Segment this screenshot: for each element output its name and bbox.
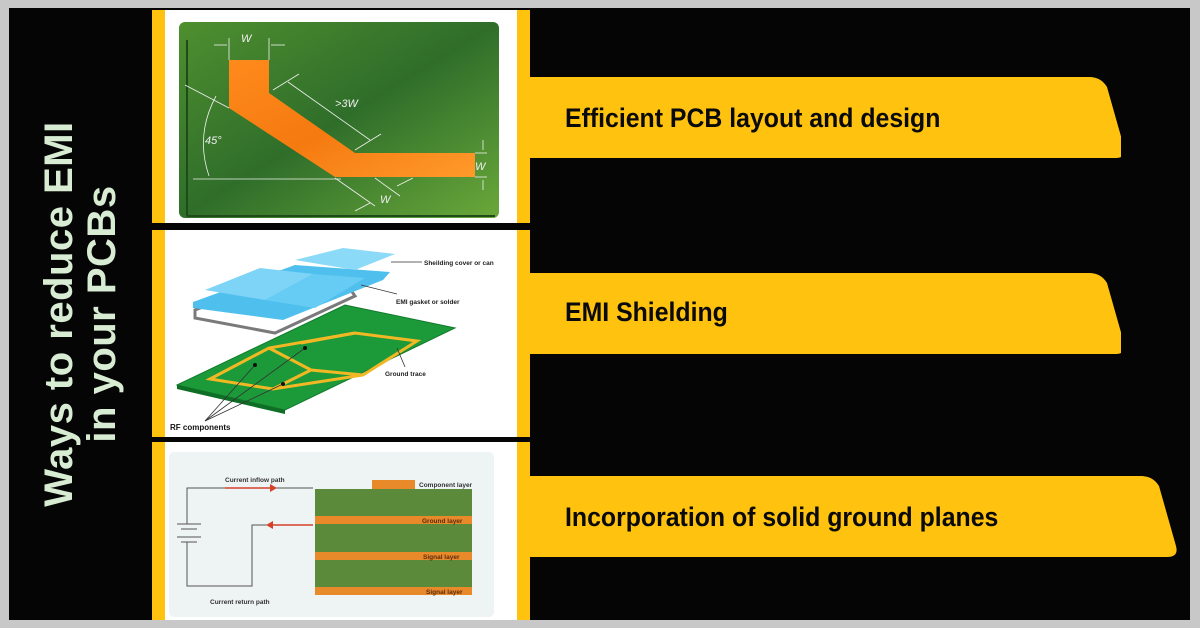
layer-stack — [315, 489, 472, 594]
label-inflow: Current inflow path — [225, 477, 285, 484]
label-component-layer: Component layer — [419, 482, 473, 489]
infographic-canvas: Ways to reduce EMI in your PCBs — [9, 8, 1190, 620]
banner-label: Incorporation of solid ground planes — [565, 502, 999, 532]
banner-pcb-layout: Efficient PCB layout and design — [521, 77, 1121, 159]
label-width-right: W — [475, 161, 487, 173]
label-return: Current return path — [210, 599, 270, 606]
ground-planes-image: Current inflow path Current return path … — [165, 442, 517, 620]
label-angle: 45° — [205, 135, 222, 147]
inflow-arrow-icon — [270, 484, 277, 492]
banner-ground-planes: Incorporation of solid ground planes — [521, 476, 1181, 558]
banner-shape — [521, 77, 1121, 158]
label-signal-layer-2: Signal layer — [426, 589, 463, 596]
banner-label: Efficient PCB layout and design — [565, 103, 941, 133]
ground-layer — [315, 516, 472, 524]
title-line-2: in your PCBs — [80, 185, 124, 443]
label-shield-cover: Sheilding cover or can — [424, 260, 494, 267]
label-width-bottom: W — [380, 194, 392, 206]
signal-layer-1 — [315, 552, 472, 560]
label-emi-gasket: EMI gasket or solder — [396, 299, 460, 306]
label-width-top: W — [241, 33, 253, 45]
panel-trace-routing: W >3W 45° W W — [152, 10, 530, 223]
label-signal-layer-1: Signal layer — [423, 554, 460, 561]
label-ground-trace: Ground trace — [385, 371, 426, 378]
label-rf-components: RF components — [170, 423, 231, 432]
dimension-lines — [184, 38, 487, 212]
banner-label: EMI Shielding — [565, 297, 728, 327]
label-spacing: >3W — [335, 98, 360, 110]
copper-trace — [229, 60, 475, 177]
page-title: Ways to reduce EMI in your PCBs — [37, 121, 124, 507]
shielding-image: Sheilding cover or can EMI gasket or sol… — [165, 230, 517, 437]
return-arrow-icon — [266, 521, 273, 529]
label-ground-layer: Ground layer — [422, 518, 463, 525]
title-line-1: Ways to reduce EMI — [37, 121, 81, 507]
title-column: Ways to reduce EMI in your PCBs — [9, 8, 154, 620]
banner-shape — [521, 476, 1177, 557]
panel-ground-planes: Current inflow path Current return path … — [152, 442, 530, 620]
signal-layer-2 — [315, 587, 472, 595]
pcb-board — [179, 22, 499, 218]
banner-shape — [521, 273, 1121, 354]
trace-routing-image: W >3W 45° W W — [165, 10, 517, 223]
pcb-board — [175, 304, 457, 411]
banner-emi-shielding: EMI Shielding — [521, 273, 1121, 355]
ground-planes-illustration: Current inflow path Current return path … — [169, 452, 494, 617]
trace-routing-illustration: W >3W 45° W W — [179, 22, 499, 218]
component-layer — [372, 480, 415, 489]
panel-shielding: Sheilding cover or can EMI gasket or sol… — [152, 230, 530, 437]
shielding-illustration: Sheilding cover or can EMI gasket or sol… — [170, 248, 494, 432]
